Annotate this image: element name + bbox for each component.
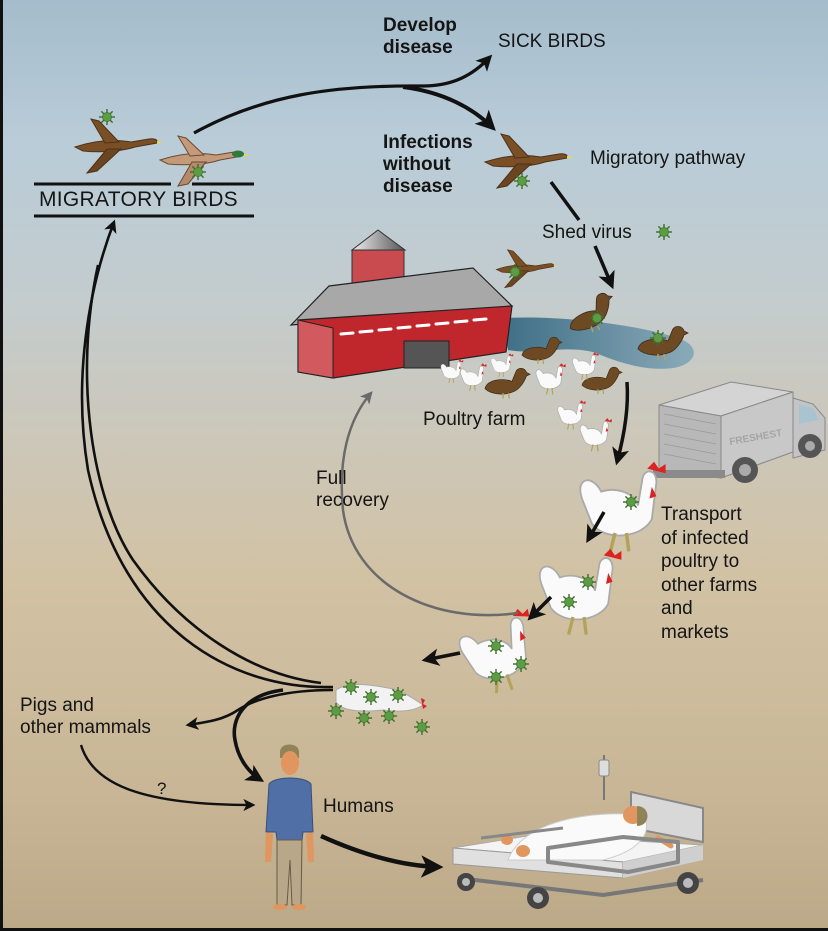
- label-sick-birds: SICK BIRDS: [498, 31, 606, 52]
- barn-icon: [289, 229, 514, 379]
- arrow-infection-without-disease: [402, 85, 496, 131]
- arrow-full-recovery: [340, 391, 519, 617]
- virus-icon: [98, 108, 116, 126]
- diagram-artwork: FRESHEST: [34, 54, 826, 910]
- truck-icon: FRESHEST: [653, 381, 826, 483]
- arrow-return-migratory-1: [80, 219, 334, 689]
- label-pigs-mammals: Pigs and other mammals: [20, 695, 151, 738]
- arrow-humans-to-hospital: [320, 833, 444, 878]
- arrow-mammals-to-humans: [79, 744, 256, 811]
- label-shed-virus: Shed virus: [542, 222, 632, 243]
- arrow-shed-virus-top: [549, 180, 581, 222]
- migratory-birds-group: [34, 108, 254, 218]
- label-humans: Humans: [323, 796, 394, 817]
- label-full-recovery: Full recovery: [316, 468, 389, 511]
- label-migratory-birds: MIGRATORY BIRDS: [39, 188, 238, 211]
- pond: [503, 317, 694, 369]
- migrating-goose-icon: [484, 133, 574, 189]
- hospital-bed-icon: [452, 755, 704, 909]
- mallard-icon: [158, 135, 250, 187]
- arrow-to-mammals: [185, 688, 334, 730]
- brown-goose-icon: [74, 118, 164, 174]
- label-poultry-farm: Poultry farm: [423, 409, 526, 430]
- arrow-to-humans: [232, 688, 284, 782]
- label-infections-without-disease: Infections without disease: [383, 132, 473, 197]
- label-migratory-pathway: Migratory pathway: [590, 148, 746, 169]
- arrow-shed-virus: [593, 245, 615, 290]
- label-question-mark: ?: [157, 779, 167, 798]
- label-develop-disease: Develop disease: [383, 15, 457, 58]
- arrow-return-migratory-2: [85, 264, 322, 685]
- arrow-develop-disease: [193, 54, 493, 135]
- label-transport: Transport of infected poultry to other f…: [661, 504, 758, 643]
- arrow-farm-to-transport: [612, 381, 630, 466]
- infected-poultry-group: [453, 459, 668, 700]
- dead-chicken-icon: [327, 678, 431, 736]
- arrow-transport-1: [586, 511, 606, 544]
- virus-icon: [655, 223, 673, 241]
- arrow-transport-2: [527, 595, 553, 621]
- arrow-transport-3: [421, 648, 461, 666]
- virus-icon: [513, 172, 531, 190]
- human-figure-icon: [265, 744, 314, 910]
